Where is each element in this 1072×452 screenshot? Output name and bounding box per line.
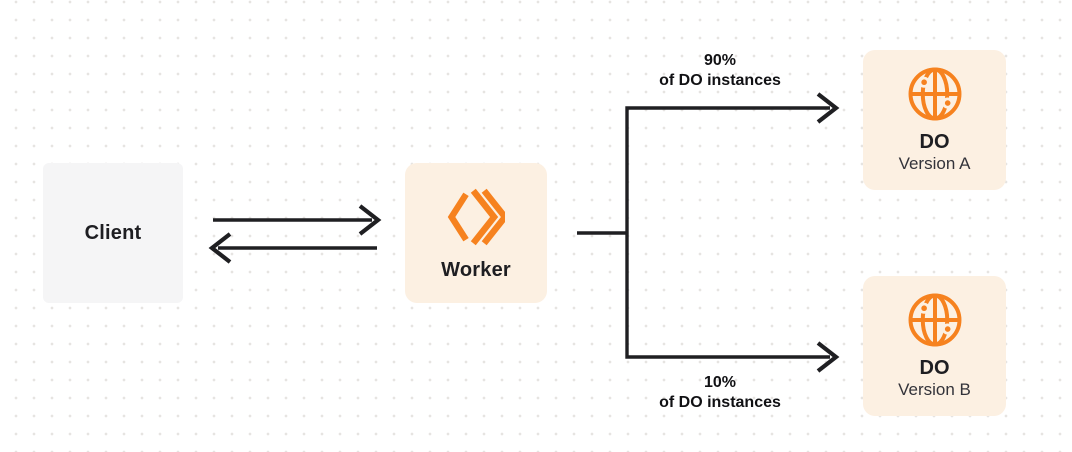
branch-top-label: 90% of DO instances bbox=[610, 51, 830, 91]
globe-icon bbox=[906, 291, 964, 349]
workers-logo-icon bbox=[447, 185, 505, 249]
branch-trunk bbox=[625, 106, 830, 359]
do-b-title: DO bbox=[919, 357, 950, 379]
do-a-subtitle: Version A bbox=[898, 154, 971, 173]
client-to-worker-arrowhead-icon bbox=[358, 204, 382, 236]
globe-icon bbox=[906, 65, 964, 123]
worker-to-client-arrowhead-icon bbox=[208, 232, 232, 264]
do-version-a-node: DO Version A bbox=[863, 50, 1006, 190]
worker-node: Worker bbox=[405, 163, 547, 303]
do-version-b-node: DO Version B bbox=[863, 276, 1006, 416]
do-a-title: DO bbox=[919, 131, 950, 153]
worker-label: Worker bbox=[441, 258, 511, 281]
branch-bottom-caption: of DO instances bbox=[659, 394, 781, 411]
branch-top-arrowhead-icon bbox=[816, 92, 840, 124]
client-label: Client bbox=[84, 221, 142, 244]
branch-bottom-arrowhead-icon bbox=[816, 341, 840, 373]
branch-top-caption: of DO instances bbox=[659, 72, 781, 89]
branch-top-percent: 90% bbox=[703, 52, 737, 69]
do-b-subtitle: Version B bbox=[898, 380, 971, 399]
client-node: Client bbox=[43, 163, 183, 303]
branch-bottom-label: 10% of DO instances bbox=[610, 373, 830, 413]
branch-bottom-percent: 10% bbox=[703, 374, 737, 391]
